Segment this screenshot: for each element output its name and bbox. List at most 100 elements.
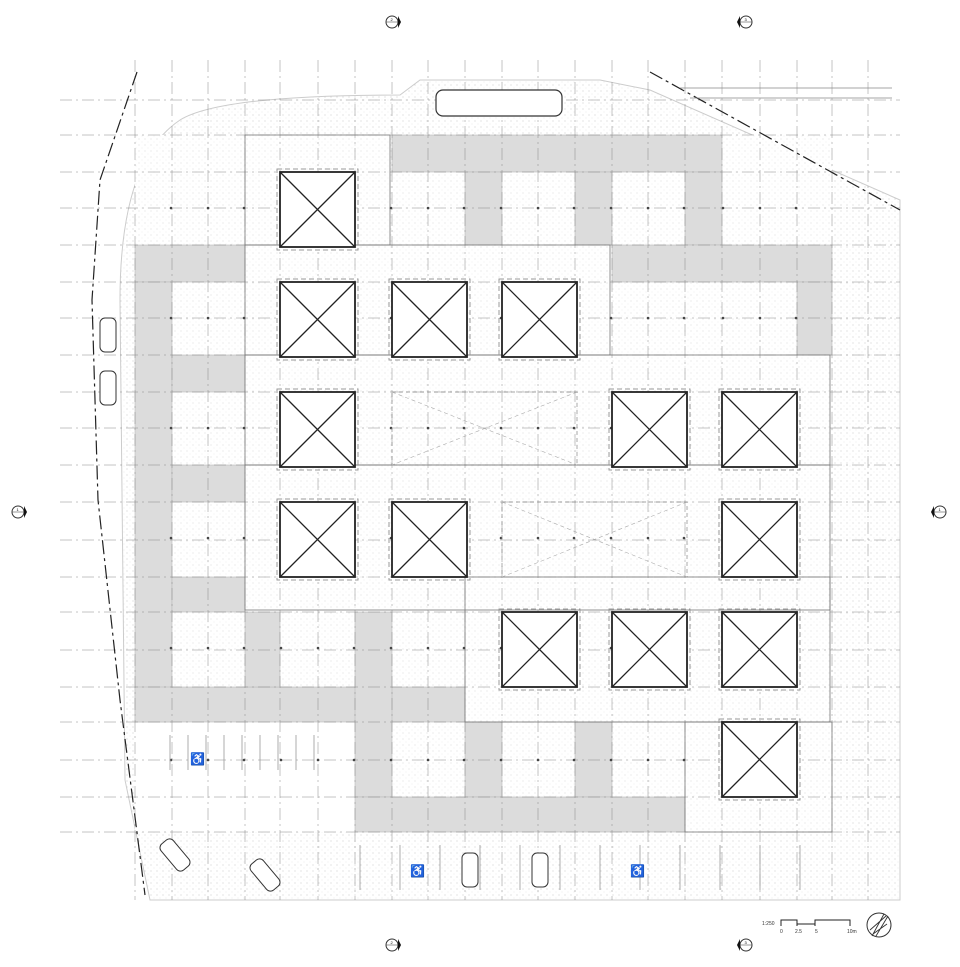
- grey-band-2: [574, 171, 613, 246]
- x-roof-modules: [276, 168, 801, 801]
- column: [242, 316, 246, 320]
- column: [682, 206, 686, 210]
- column: [572, 758, 576, 762]
- column: [169, 206, 173, 210]
- column: [206, 646, 210, 650]
- column: [572, 536, 576, 540]
- grey-band-10: [244, 611, 281, 688]
- grey-band-9: [134, 686, 466, 723]
- module-dashed-edge-7: [276, 498, 359, 581]
- column: [242, 536, 246, 540]
- scale-bar-segments: [780, 919, 851, 926]
- module-dashed-edge-4: [276, 388, 359, 471]
- column: [352, 646, 356, 650]
- road-edge: [680, 87, 892, 99]
- section-marker-4: 2: [385, 938, 401, 952]
- scale-bar: 1:250 0 2.5 5 10m: [762, 919, 857, 935]
- roof-module-cross-2: [391, 281, 468, 358]
- grey-band-13: [574, 721, 613, 798]
- site-boundary-right: [649, 71, 901, 211]
- column: [572, 426, 576, 430]
- column: [721, 316, 725, 320]
- grey-band-0: [391, 134, 723, 173]
- column: [242, 758, 246, 762]
- void-diagonal-0: [391, 391, 578, 466]
- column: [536, 758, 540, 762]
- column: [682, 316, 686, 320]
- section-marker-0: 2: [385, 15, 401, 29]
- column: [462, 426, 466, 430]
- car-2: [159, 838, 191, 872]
- section-marker-label: 3: [745, 17, 748, 22]
- section-marker-label: 1: [939, 507, 942, 512]
- roof-module-cross-10: [501, 611, 578, 688]
- column: [536, 536, 540, 540]
- column: [169, 426, 173, 430]
- column: [499, 426, 503, 430]
- grey-band-12: [464, 721, 503, 798]
- column: [682, 536, 686, 540]
- accessible-parking-icon-2: ♿: [630, 864, 645, 878]
- scale-tick-0: 0: [780, 929, 783, 935]
- column: [389, 646, 393, 650]
- roof-module-cross-3: [501, 281, 578, 358]
- column: [609, 206, 613, 210]
- column: [169, 536, 173, 540]
- column: [794, 206, 798, 210]
- roof-module-cross-11: [611, 611, 688, 688]
- column: [462, 206, 466, 210]
- void-outline-0: [391, 391, 578, 466]
- roof-module-cross-13: [721, 721, 798, 798]
- column: [536, 206, 540, 210]
- column: [206, 758, 210, 762]
- grey-band-1: [464, 171, 503, 246]
- grey-band-11: [354, 611, 393, 798]
- car-1: [99, 370, 117, 406]
- car-5: [531, 852, 549, 888]
- car-3: [249, 858, 281, 892]
- module-dashed-edge-10: [498, 608, 581, 691]
- column: [794, 316, 798, 320]
- column: [536, 426, 540, 430]
- module-dashed-edge-3: [498, 278, 581, 361]
- column: [242, 426, 246, 430]
- accessible-parking-icon-0: ♿: [190, 752, 205, 766]
- column: [572, 206, 576, 210]
- roof-module-cross-6: [721, 391, 798, 468]
- column: [279, 758, 283, 762]
- grey-band-7: [171, 464, 246, 503]
- column: [316, 646, 320, 650]
- column: [499, 758, 503, 762]
- section-marker-2: 1: [11, 505, 27, 519]
- building-outline-4: [464, 576, 831, 723]
- column: [206, 536, 210, 540]
- column: [426, 206, 430, 210]
- column: [206, 206, 210, 210]
- column: [609, 536, 613, 540]
- site-elements: ♿ ♿ ♿: [91, 71, 901, 896]
- column: [389, 206, 393, 210]
- column: [609, 758, 613, 762]
- grey-band-8: [171, 576, 246, 613]
- column: [646, 206, 650, 210]
- column: [499, 206, 503, 210]
- accessible-parking-icon-1: ♿: [410, 864, 425, 878]
- void-diagonal-1: [501, 501, 688, 578]
- column: [316, 758, 320, 762]
- roof-module-cross-12: [721, 611, 798, 688]
- grey-band-3: [684, 171, 723, 246]
- section-marker-3: 1: [931, 505, 947, 519]
- column: [352, 758, 356, 762]
- column: [426, 646, 430, 650]
- column: [279, 646, 283, 650]
- column: [682, 758, 686, 762]
- car-4: [461, 852, 479, 888]
- grey-band-4: [134, 244, 246, 283]
- module-dashed-edge-12: [718, 608, 801, 691]
- void-outline-1: [501, 501, 688, 578]
- column: [646, 536, 650, 540]
- column: [169, 316, 173, 320]
- column: [389, 758, 393, 762]
